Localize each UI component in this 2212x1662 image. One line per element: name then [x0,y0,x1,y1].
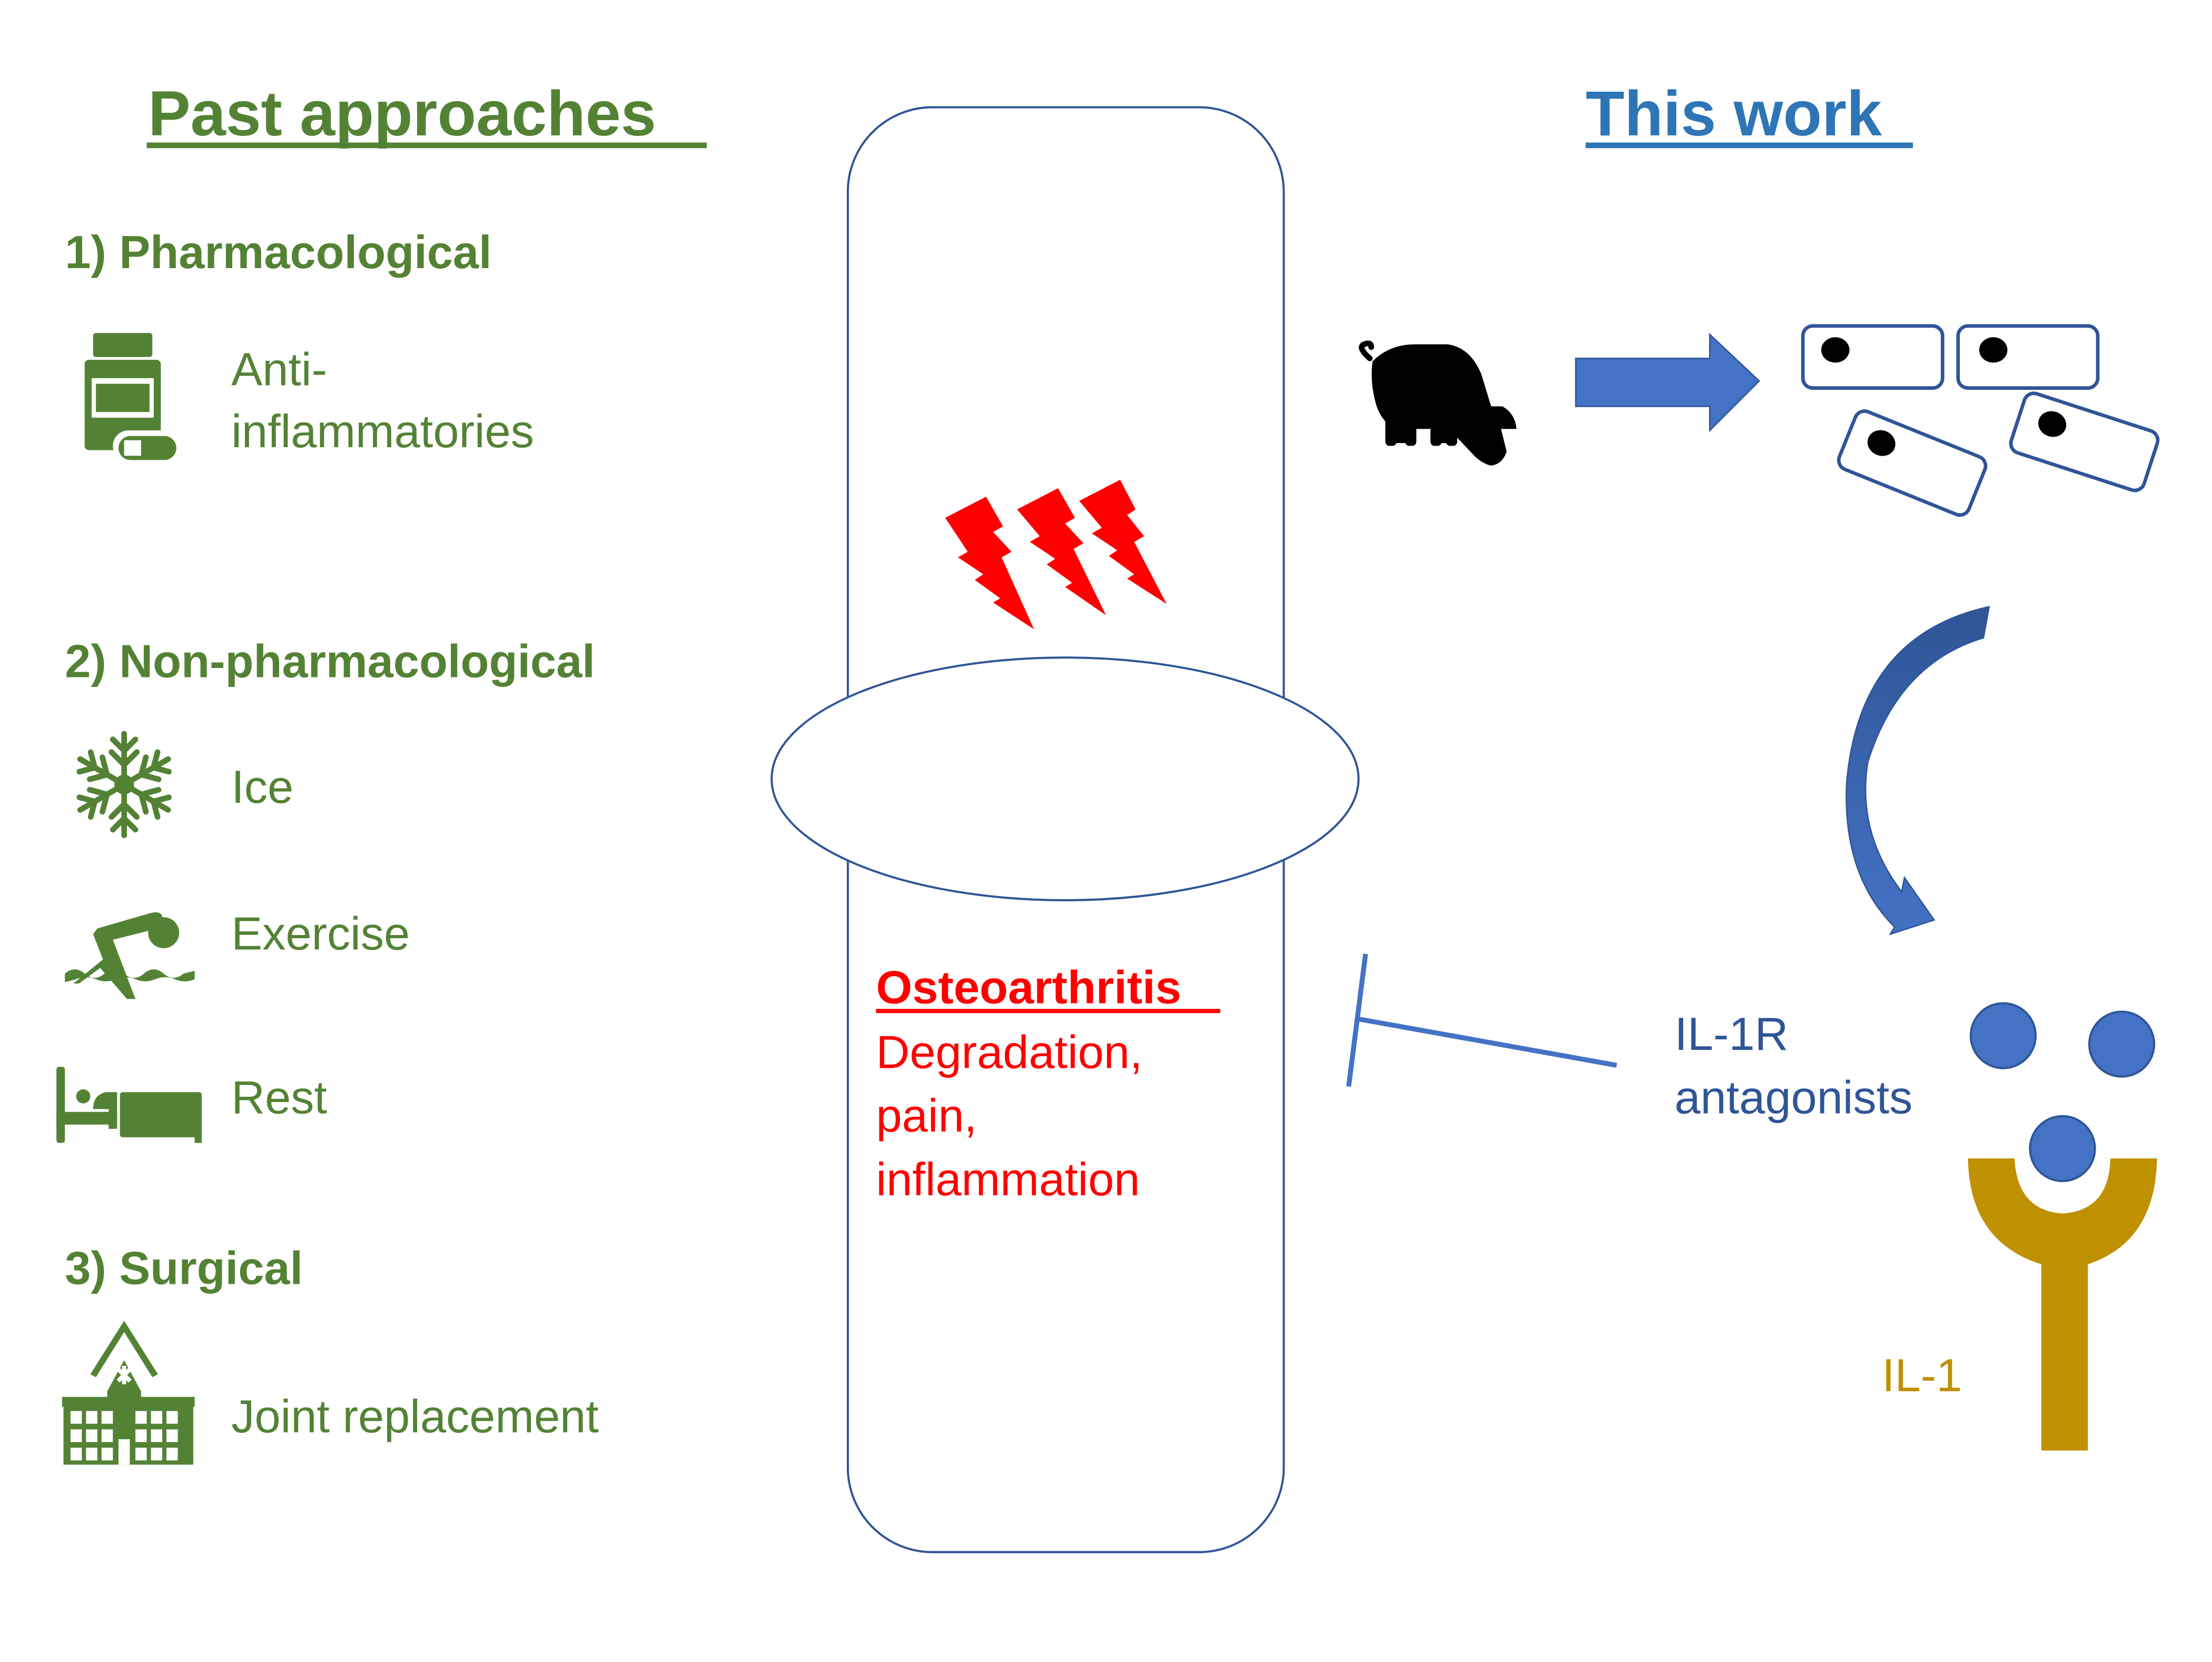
this-work-underline [1585,142,1913,149]
past-approaches-panel: Past approaches 1) Pharmacological Anti-… [56,78,707,1465]
this-work-panel: This work [1346,78,2160,1451]
bed-icon [56,1067,202,1143]
pig-icon [1359,340,1517,466]
item-label-ice: Ice [231,761,293,813]
hospital-icon [62,1321,195,1465]
receptor-label: IL-1 [1882,1349,1962,1401]
antagonist-molecules [1969,1002,2156,1182]
joint-icon [771,106,1360,1553]
cartilage-ellipse [771,656,1360,901]
condition-text-block: Osteoarthritis Degradation, pain, inflam… [876,961,1220,1205]
section-heading-non-pharmacological: 2) Non-pharmacological [65,635,595,687]
section-heading-surgical: 3) Surgical [65,1242,303,1294]
cells-icon [1801,324,2160,517]
medicine-bottle-icon [84,333,178,461]
cell [2009,391,2160,493]
antagonist-label-line2: antagonists [1674,1071,1912,1123]
this-work-title: This work [1586,78,1882,149]
cell [1801,324,1944,390]
condition-title: Osteoarthritis [876,961,1181,1013]
receptor-icon [1968,1158,2157,1451]
cell [1956,324,2100,390]
curved-arrow-icon [1845,606,1990,936]
condition-title-underline [876,1009,1220,1014]
past-approaches-title: Past approaches [148,78,656,149]
condition-line-inflammation: inflammation [876,1153,1140,1205]
antagonist-molecule [2088,1010,2156,1078]
antagonist-molecule [1969,1002,2037,1069]
lightning-bolts-icon [945,479,1167,630]
cell [1837,409,1988,517]
right-arrow-icon [1575,332,1761,432]
past-approaches-underline [146,142,707,149]
item-label-anti-inflammatories-line1: Anti- [231,343,327,395]
condition-line-pain: pain, [876,1089,977,1142]
antagonist-label-line1: IL-1R [1674,1008,1788,1060]
item-label-rest: Rest [231,1071,327,1123]
snowflake-icon [74,731,174,835]
item-label-anti-inflammatories-line2: inflammatories [231,405,534,457]
inhibition-line-icon [1346,953,1617,1087]
condition-line-degradation: Degradation, [876,1026,1142,1078]
item-label-exercise: Exercise [231,908,410,960]
item-label-joint-replacement: Joint replacement [231,1390,599,1442]
swimmer-icon [65,912,195,999]
antagonist-molecule [2029,1115,2096,1182]
section-heading-pharmacological: 1) Pharmacological [65,226,491,278]
